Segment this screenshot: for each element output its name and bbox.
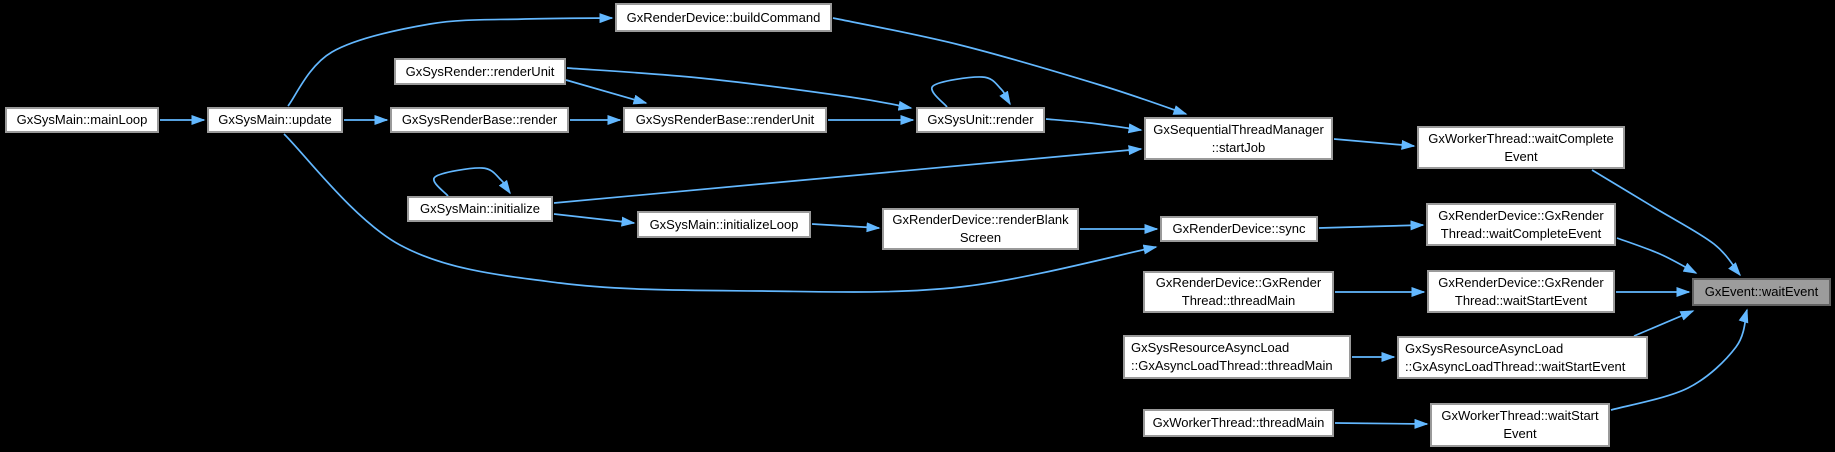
graph-node-initializeloop[interactable]: GxSysMain::initializeLoop [637, 211, 811, 238]
edge-async-waitstart-to-waitevent [1633, 310, 1695, 337]
graph-node-label: ::startJob [1211, 139, 1266, 155]
graph-node-label: GxRenderDevice::buildCommand [626, 9, 821, 25]
graph-node-sync[interactable]: GxRenderDevice::sync [1160, 216, 1318, 242]
graph-node-build-command[interactable]: GxRenderDevice::buildCommand [615, 3, 832, 32]
graph-node-label: GxWorkerThread::waitComplete [1428, 130, 1614, 146]
graph-node-update[interactable]: GxSysMain::update [207, 107, 343, 133]
edge-rd-waitcomplete-to-waitevent [1616, 237, 1698, 274]
edge-initializeloop-to-renderblankscreen [811, 222, 881, 233]
graph-node-label: ::GxAsyncLoadThread::waitStartEvent [1405, 358, 1626, 374]
edge-initialize-to-startjob [553, 145, 1143, 204]
graph-node-label: GxSysMain::initialize [420, 201, 540, 216]
edge-build-command-to-startjob [832, 17, 1188, 115]
edge-sysrender-renderunit-to-sysunit-render [566, 67, 913, 111]
graph-node-renderbase-render[interactable]: GxSysRenderBase::render [390, 107, 569, 133]
self-loop-edge-sysunit-render-to-sysunit-render [930, 76, 1011, 108]
graph-node-label: GxSysMain::mainLoop [16, 112, 148, 127]
graph-node-label: GxSysRenderBase::render [401, 112, 558, 127]
edge-sysrender-renderunit-to-renderbase-renderunit [565, 79, 648, 105]
graph-node-label: GxRenderDevice::renderBlank [892, 212, 1069, 227]
graph-node-label: ::GxAsyncLoadThread::threadMain [1131, 358, 1333, 373]
edge-startjob-to-worker-waitcomplete [1333, 138, 1416, 150]
graph-node-worker-threadmain[interactable]: GxWorkerThread::threadMain [1143, 409, 1334, 437]
graph-node-label: GxRenderDevice::GxRender [1155, 275, 1322, 290]
graph-node-sysunit-render[interactable]: GxSysUnit::render [916, 107, 1045, 133]
graph-node-label: Thread::waitStartEvent [1454, 292, 1588, 308]
edge-sysunit-render-to-startjob [1045, 118, 1143, 134]
edge-worker-threadmain-to-worker-waitstart [1334, 418, 1429, 429]
graph-node-label: GxWorkerThread::waitStart [1441, 408, 1599, 423]
graph-node-label: GxSysMain::update [218, 112, 332, 127]
graph-node-label: Event [1504, 148, 1538, 164]
graph-node-label: GxSysResourceAsyncLoad [1131, 340, 1290, 355]
graph-node-label: Thread::threadMain [1181, 293, 1296, 308]
graph-node-label: Screen [959, 230, 1002, 245]
graph-node-waitevent: GxEvent::waitEvent [1692, 278, 1831, 306]
graph-node-renderbase-renderunit[interactable]: GxSysRenderBase::renderUnit [623, 107, 827, 133]
edge-initialize-to-initializeloop [553, 213, 636, 227]
graph-node-sysrender-renderunit[interactable]: GxSysRender::renderUnit [394, 58, 566, 85]
graph-node-label: GxSysUnit::render [927, 112, 1034, 127]
self-loop-edge-initialize-to-initialize [432, 167, 511, 197]
graph-node-label: GxEvent::waitEvent [1704, 284, 1819, 299]
graph-node-label: Event [1503, 426, 1537, 441]
graph-node-label: GxWorkerThread::threadMain [1152, 415, 1325, 430]
graph-node-mainloop[interactable]: GxSysMain::mainLoop [5, 107, 159, 133]
graph-node-label: Thread::waitCompleteEvent [1440, 225, 1602, 241]
graph-node-label: GxRenderDevice::GxRender [1438, 207, 1604, 223]
graph-node-label: GxSysRenderBase::renderUnit [635, 112, 815, 127]
graph-node-label: GxRenderDevice::sync [1172, 221, 1306, 236]
graph-node-label: GxSysResourceAsyncLoad [1405, 340, 1564, 356]
graph-node-initialize[interactable]: GxSysMain::initialize [407, 196, 553, 222]
graph-node-startjob[interactable]: GxSequentialThreadManager::startJob [1144, 117, 1333, 160]
graph-node-label: GxRenderDevice::GxRender [1438, 274, 1604, 290]
graph-node-label: GxSysMain::initializeLoop [649, 216, 799, 232]
graph-node-label: GxSysRender::renderUnit [405, 63, 555, 79]
graph-node-label: GxSequentialThreadManager [1153, 121, 1324, 137]
graph-node-async-waitstart[interactable]: GxSysResourceAsyncLoad::GxAsyncLoadThrea… [1397, 336, 1648, 379]
graph-node-async-threadmain[interactable]: GxSysResourceAsyncLoad::GxAsyncLoadThrea… [1123, 335, 1351, 379]
edge-sync-to-rd-waitcomplete [1318, 220, 1425, 231]
